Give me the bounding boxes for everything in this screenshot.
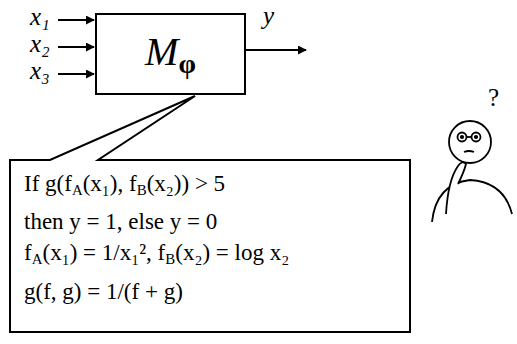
subscript: A	[72, 182, 83, 198]
person-body	[432, 180, 512, 222]
input-label: x₁	[30, 3, 50, 31]
subscript: A	[32, 252, 43, 268]
person-figure	[432, 121, 512, 222]
person-glasses	[472, 133, 481, 142]
model-name: Mφ	[145, 28, 196, 80]
rule-text: fA(x₁) = 1/x₁², fB(x₂) = log x₂	[24, 237, 396, 275]
output-arrow	[246, 49, 306, 51]
person-head	[449, 121, 491, 163]
model-box: Mφ	[95, 13, 246, 95]
input-arrow	[58, 73, 94, 75]
question-mark: ?	[488, 84, 499, 112]
subscript: B	[165, 252, 175, 268]
rule-text: If g(fA(x₁), fB(x₂)) > 5	[24, 168, 396, 206]
rule-text: then y = 1, else y = 0	[24, 206, 396, 237]
bubble-outline	[10, 96, 410, 332]
input-label: x₃	[30, 57, 50, 85]
input-label: x₂	[30, 30, 50, 58]
speech-bubble: If g(fA(x₁), fB(x₂)) > 5then y = 1, else…	[10, 160, 410, 332]
person-eye	[475, 136, 477, 138]
input-arrow	[58, 19, 94, 21]
person-glasses	[467, 136, 472, 138]
output-label: y	[263, 2, 274, 30]
subscript: φ	[178, 48, 195, 79]
person-glasses	[458, 133, 467, 142]
rule-text: g(f, g) = 1/(f + g)	[24, 276, 396, 307]
person-hand	[446, 162, 466, 214]
person-mouth	[464, 151, 474, 152]
person-eye	[461, 136, 463, 138]
input-arrow	[58, 46, 94, 48]
subscript: B	[137, 182, 147, 198]
